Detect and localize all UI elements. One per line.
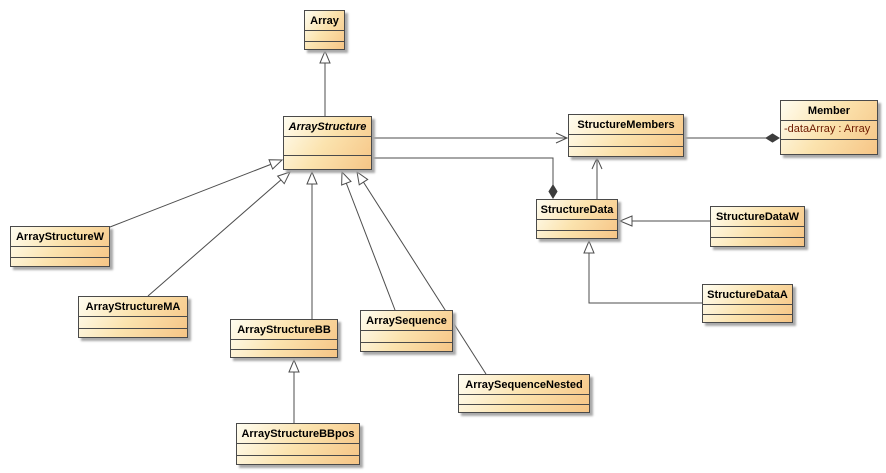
attributes-compartment (459, 395, 589, 405)
attributes-compartment (711, 227, 804, 239)
class-title: StructureMembers (569, 115, 683, 135)
attributes-compartment (231, 340, 337, 350)
operations-compartment (11, 258, 109, 266)
class-box-array[interactable]: Array (304, 10, 345, 50)
class-title: ArrayStructureBBpos (237, 424, 359, 444)
class-title: StructureDataA (703, 285, 792, 305)
class-box-arraysequencenested[interactable]: ArraySequenceNested (458, 374, 590, 413)
class-title: ArrayStructureMA (79, 297, 187, 317)
class-box-structuredataw[interactable]: StructureDataW (710, 206, 805, 247)
generalization-arraystructurew-to-arraystructure[interactable] (109, 159, 284, 228)
class-box-arraystructurew[interactable]: ArrayStructureW (10, 226, 110, 267)
attribute: -dataArray : Array (784, 123, 871, 135)
class-box-structuredata[interactable]: StructureData (536, 199, 618, 239)
attributes-compartment: -dataArray : Array (781, 121, 877, 141)
operations-compartment (231, 350, 337, 357)
class-title: Member (781, 101, 877, 121)
class-box-arraystructurebb[interactable]: ArrayStructureBB (230, 319, 338, 358)
attributes-compartment (237, 444, 359, 456)
generalization-arraysequence-to-arraystructure[interactable] (341, 170, 396, 311)
operations-compartment (237, 456, 359, 464)
operations-compartment (703, 315, 792, 322)
composition-arraystructure-to-structuredata[interactable] (372, 157, 558, 199)
class-box-arraystructurebbpos[interactable]: ArrayStructureBBpos (236, 423, 360, 465)
operations-compartment (781, 140, 877, 154)
operations-compartment (711, 238, 804, 246)
class-title: ArraySequence (361, 311, 452, 331)
class-title: StructureData (537, 200, 617, 220)
operations-compartment (537, 231, 617, 238)
operations-compartment (569, 147, 683, 156)
operations-compartment (361, 343, 452, 351)
attributes-compartment (537, 220, 617, 231)
attributes-compartment (79, 317, 187, 329)
generalization-arraystructurema-to-arraystructure[interactable] (147, 171, 291, 297)
operations-compartment (305, 42, 344, 49)
attributes-compartment (703, 305, 792, 315)
operations-compartment (459, 405, 589, 412)
class-title: StructureDataW (711, 207, 804, 227)
class-box-member[interactable]: Member -dataArray : Array (780, 100, 878, 155)
generalization-arraysequencenested-to-arraystructure[interactable] (356, 170, 487, 375)
operations-compartment (284, 156, 371, 169)
class-box-structuremembers[interactable]: StructureMembers (568, 114, 684, 157)
class-box-structuredataa[interactable]: StructureDataA (702, 284, 793, 323)
class-title: ArraySequenceNested (459, 375, 589, 395)
attributes-compartment (361, 331, 452, 343)
attributes-compartment (569, 135, 683, 148)
attributes-compartment (284, 137, 371, 156)
class-box-arraysequence[interactable]: ArraySequence (360, 310, 453, 352)
class-title: ArrayStructureW (11, 227, 109, 247)
attributes-compartment (305, 31, 344, 42)
generalization-structuredataa-to-structuredata[interactable] (583, 239, 702, 304)
class-box-arraystructure[interactable]: ArrayStructure (283, 116, 372, 170)
class-box-arraystructurema[interactable]: ArrayStructureMA (78, 296, 188, 338)
class-title: ArrayStructureBB (231, 320, 337, 340)
class-title: Array (305, 11, 344, 31)
class-title: ArrayStructure (284, 117, 371, 137)
attributes-compartment (11, 247, 109, 259)
operations-compartment (79, 329, 187, 337)
